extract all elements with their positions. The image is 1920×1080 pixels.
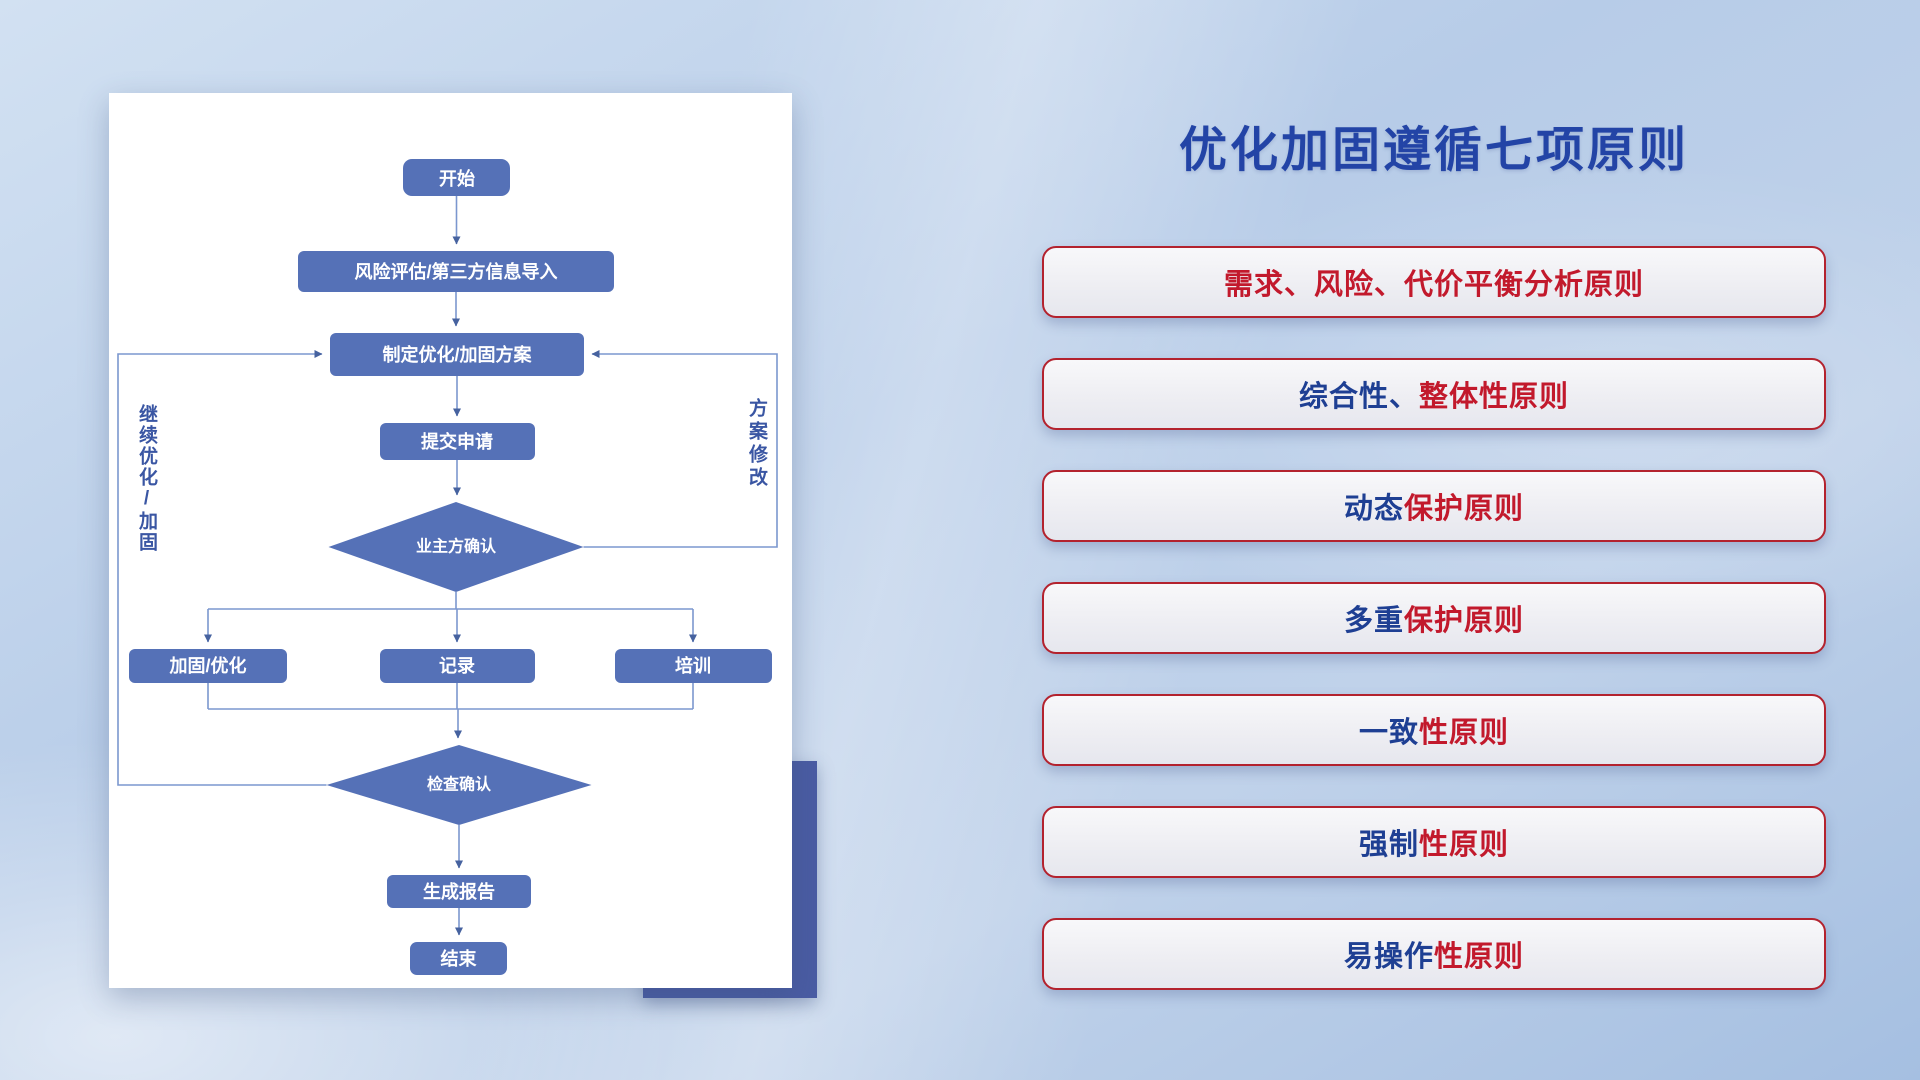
flow-node-report: 生成报告 (387, 875, 531, 908)
flow-decision-owner-confirm: 业主方确认 (328, 502, 584, 592)
principle-2-text-red: 整体性原则 (1419, 381, 1570, 413)
flow-node-record-label: 记录 (439, 656, 475, 676)
principle-3-text-red: 保护原则 (1404, 493, 1525, 525)
principle-item-6: 强制性原则 (1042, 806, 1826, 878)
principle-item-2: 综合性、整体性原则 (1042, 358, 1826, 430)
principle-7-text-red: 性原则 (1434, 941, 1525, 973)
principles-panel: 优化加固遵循七项原则 需求、风险、代价平衡分析原则 综合性、整体性原则 动态保护… (1042, 0, 1826, 1080)
principle-5-text-red: 性原则 (1419, 717, 1510, 749)
principles-list: 需求、风险、代价平衡分析原则 综合性、整体性原则 动态保护原则 多重保护原则 一… (1042, 246, 1826, 990)
principle-item-1: 需求、风险、代价平衡分析原则 (1042, 246, 1826, 318)
flow-node-submit: 提交申请 (380, 423, 535, 460)
principle-7-text-navy: 易操作 (1343, 941, 1434, 973)
principle-6-text-navy: 强制 (1358, 829, 1419, 861)
flow-node-start: 开始 (403, 159, 510, 196)
flow-node-risk-import: 风险评估/第三方信息导入 (298, 251, 614, 292)
principle-5-text-navy: 一致 (1358, 717, 1419, 749)
flow-node-end: 结束 (410, 942, 507, 975)
flowchart-diagram: 开始 风险评估/第三方信息导入 制定优化/加固方案 提交申请 业主方确认 加固/ (117, 159, 778, 975)
flowchart-card: 开始 风险评估/第三方信息导入 制定优化/加固方案 提交申请 业主方确认 加固/ (109, 93, 792, 988)
principle-item-7: 易操作性原则 (1042, 918, 1826, 990)
flow-decision-check-confirm: 检查确认 (326, 745, 592, 825)
principle-6-text-red: 性原则 (1419, 829, 1510, 861)
flow-decision-check-confirm-label: 检查确认 (427, 775, 492, 794)
flow-node-end-label: 结束 (441, 948, 478, 969)
flowchart-left-loop-label: 继续优化/加固 (136, 404, 157, 553)
flow-node-make-plan-label: 制定优化/加固方案 (382, 344, 532, 365)
flow-node-train-label: 培训 (675, 655, 711, 676)
flow-node-start-label: 开始 (439, 168, 475, 189)
principle-3-text-navy: 动态 (1343, 493, 1404, 525)
flow-node-make-plan: 制定优化/加固方案 (330, 333, 584, 376)
flow-node-submit-label: 提交申请 (421, 431, 493, 452)
principle-4-text-red: 保护原则 (1404, 605, 1525, 637)
flow-node-risk-import-label: 风险评估/第三方信息导入 (355, 261, 558, 282)
principle-item-3: 动态保护原则 (1042, 470, 1826, 542)
principle-item-5: 一致性原则 (1042, 694, 1826, 766)
flow-node-report-label: 生成报告 (423, 881, 495, 902)
flow-node-train: 培训 (615, 649, 772, 683)
principle-1-text-red: 需求、风险、代价平衡分析原则 (1223, 269, 1644, 301)
principle-2-text-navy: 综合性、 (1298, 381, 1419, 413)
flow-node-harden: 加固/优化 (129, 649, 287, 683)
page-title: 优化加固遵循七项原则 (1178, 124, 1689, 177)
flow-node-harden-label: 加固/优化 (168, 655, 246, 676)
flow-node-record: 记录 (380, 649, 535, 683)
principle-4-text-navy: 多重 (1343, 605, 1404, 637)
flowchart-right-loop-label: 方案修改 (746, 398, 767, 490)
flow-decision-owner-confirm-label: 业主方确认 (416, 537, 497, 556)
principle-item-4: 多重保护原则 (1042, 582, 1826, 654)
